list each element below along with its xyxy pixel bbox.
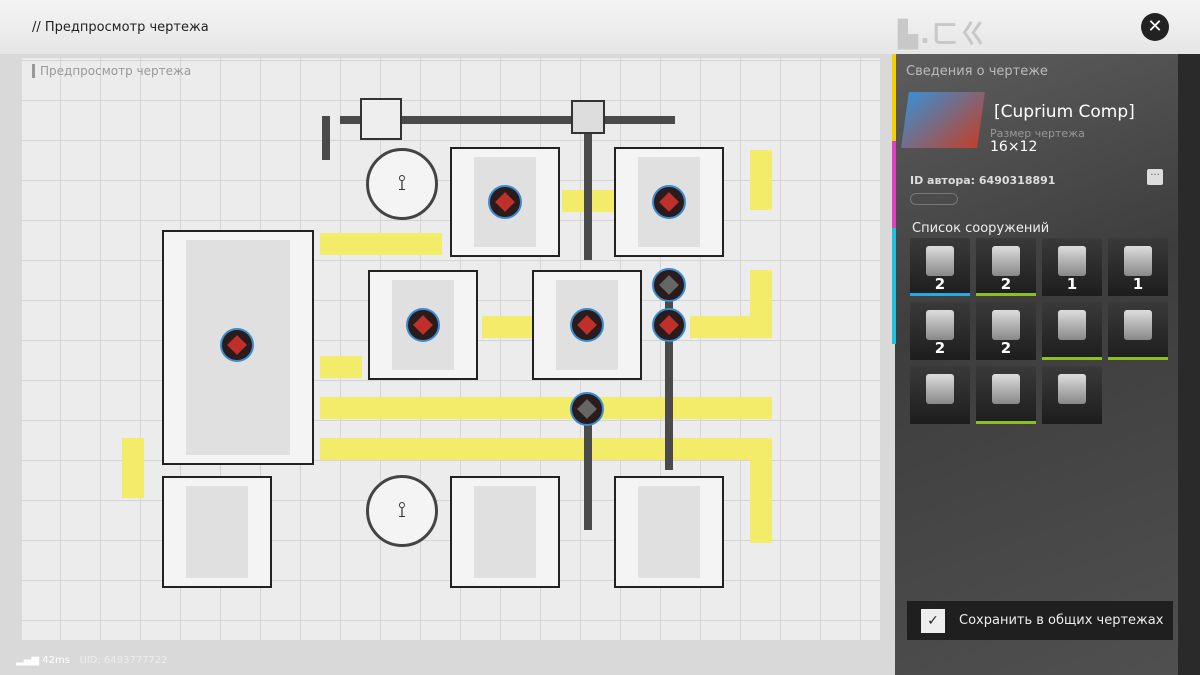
pipe [322, 116, 330, 160]
structure-icon [1058, 310, 1086, 340]
relay-tower-icon[interactable]: ⟟ [366, 148, 438, 220]
structure-tile[interactable] [910, 366, 970, 424]
conveyor-belt [320, 438, 752, 460]
structure-icon [992, 310, 1020, 340]
liquid-icon [570, 392, 604, 426]
structure-icon [992, 374, 1020, 404]
conveyor-belt [122, 438, 144, 498]
depot-machine[interactable] [614, 476, 724, 588]
structure-tile[interactable] [976, 366, 1036, 424]
structure-icon [992, 246, 1020, 276]
conveyor-belt [750, 150, 772, 210]
structure-count: 2 [1000, 339, 1012, 357]
blueprint-thumbnail [901, 92, 985, 148]
uid: UID: 6493777722 [79, 655, 168, 666]
section-title: Сведения о чертеже [906, 64, 1048, 79]
depot-machine[interactable] [450, 476, 560, 588]
rarity-bar [976, 293, 1036, 296]
conveyor-belt [750, 270, 772, 338]
pipe [584, 420, 592, 530]
storage-machine[interactable] [162, 476, 272, 588]
structure-icon [926, 310, 954, 340]
ore-icon [570, 308, 604, 342]
pipe [340, 116, 675, 124]
structure-icon [1058, 246, 1086, 276]
blueprint-name: [Cuprium Comp] [994, 102, 1135, 122]
pipe-splitter [571, 100, 605, 134]
blueprint-info-panel [895, 54, 1200, 675]
structure-count: 1 [1132, 275, 1144, 293]
structure-tile[interactable]: 2 [910, 302, 970, 360]
structure-icon [1124, 310, 1152, 340]
conveyor-belt [750, 438, 772, 543]
structure-count: 2 [1000, 275, 1012, 293]
conveyor-belt [320, 356, 362, 378]
conveyor-belt [320, 397, 772, 419]
conveyor-belt [690, 316, 750, 338]
structure-count: 2 [934, 275, 946, 293]
liquid-icon [652, 268, 686, 302]
machine[interactable] [614, 147, 724, 257]
structure-tile[interactable] [1108, 302, 1168, 360]
ore-icon [652, 185, 686, 219]
structure-count: 1 [1066, 275, 1078, 293]
relay-tower-icon[interactable]: ⟟ [366, 475, 438, 547]
structure-tile[interactable]: 2 [910, 238, 970, 296]
structure-tile[interactable]: 1 [1042, 238, 1102, 296]
structure-icon [1124, 246, 1152, 276]
status-footer: ▂▄▆ 42ms UID: 6493777722 [16, 655, 168, 666]
ping: 42ms [42, 655, 70, 666]
ore-icon [488, 185, 522, 219]
save-label: Сохранить в общих чертежах [959, 613, 1164, 628]
ore-icon [406, 308, 440, 342]
structure-count: 2 [934, 339, 946, 357]
size-label: Размер чертежа [990, 127, 1085, 140]
machine-large[interactable] [162, 230, 314, 465]
author-id: ID автора: 6490318891 [910, 174, 1056, 187]
top-bar: // Предпросмотр чертежа ▙.ㄈㄍ ✕ [0, 0, 1200, 54]
pipe [665, 300, 673, 470]
rarity-bar [976, 421, 1036, 424]
rarity-bar [910, 293, 970, 296]
structures-grid: 2 2 1 1 2 2 [910, 238, 1168, 424]
size-value: 16×12 [990, 139, 1038, 155]
structure-tile[interactable] [1042, 366, 1102, 424]
structure-tile[interactable]: 2 [976, 238, 1036, 296]
structure-icon [926, 246, 954, 276]
structures-title: Список сооружений [912, 221, 1050, 236]
blueprint-name-text: Cuprium Comp [1000, 102, 1129, 122]
side-strip [1178, 54, 1200, 675]
page-title: // Предпросмотр чертежа [32, 20, 209, 35]
product-icon [220, 328, 254, 362]
more-button[interactable]: ··· [1147, 169, 1163, 185]
conveyor-belt [320, 233, 442, 255]
checkbox-icon: ✓ [921, 608, 945, 633]
structure-icon [926, 374, 954, 404]
tag-pill [910, 193, 958, 205]
signal-icon: ▂▄▆ [16, 655, 40, 666]
accent-stripe [892, 54, 896, 344]
canvas-label: Предпросмотр чертежа [32, 64, 191, 78]
rarity-bar [1042, 357, 1102, 360]
game-logo: ▙.ㄈㄍ [898, 20, 988, 50]
rarity-bar [1108, 357, 1168, 360]
pipe [584, 120, 592, 260]
ore-icon [652, 308, 686, 342]
pump-node [360, 98, 402, 140]
conveyor-belt [482, 316, 534, 338]
save-to-shared-button[interactable]: ✓ Сохранить в общих чертежах [907, 601, 1173, 640]
structure-tile[interactable] [1042, 302, 1102, 360]
structure-tile[interactable]: 1 [1108, 238, 1168, 296]
structure-icon [1058, 374, 1086, 404]
close-button[interactable]: ✕ [1141, 13, 1169, 41]
structure-tile[interactable]: 2 [976, 302, 1036, 360]
